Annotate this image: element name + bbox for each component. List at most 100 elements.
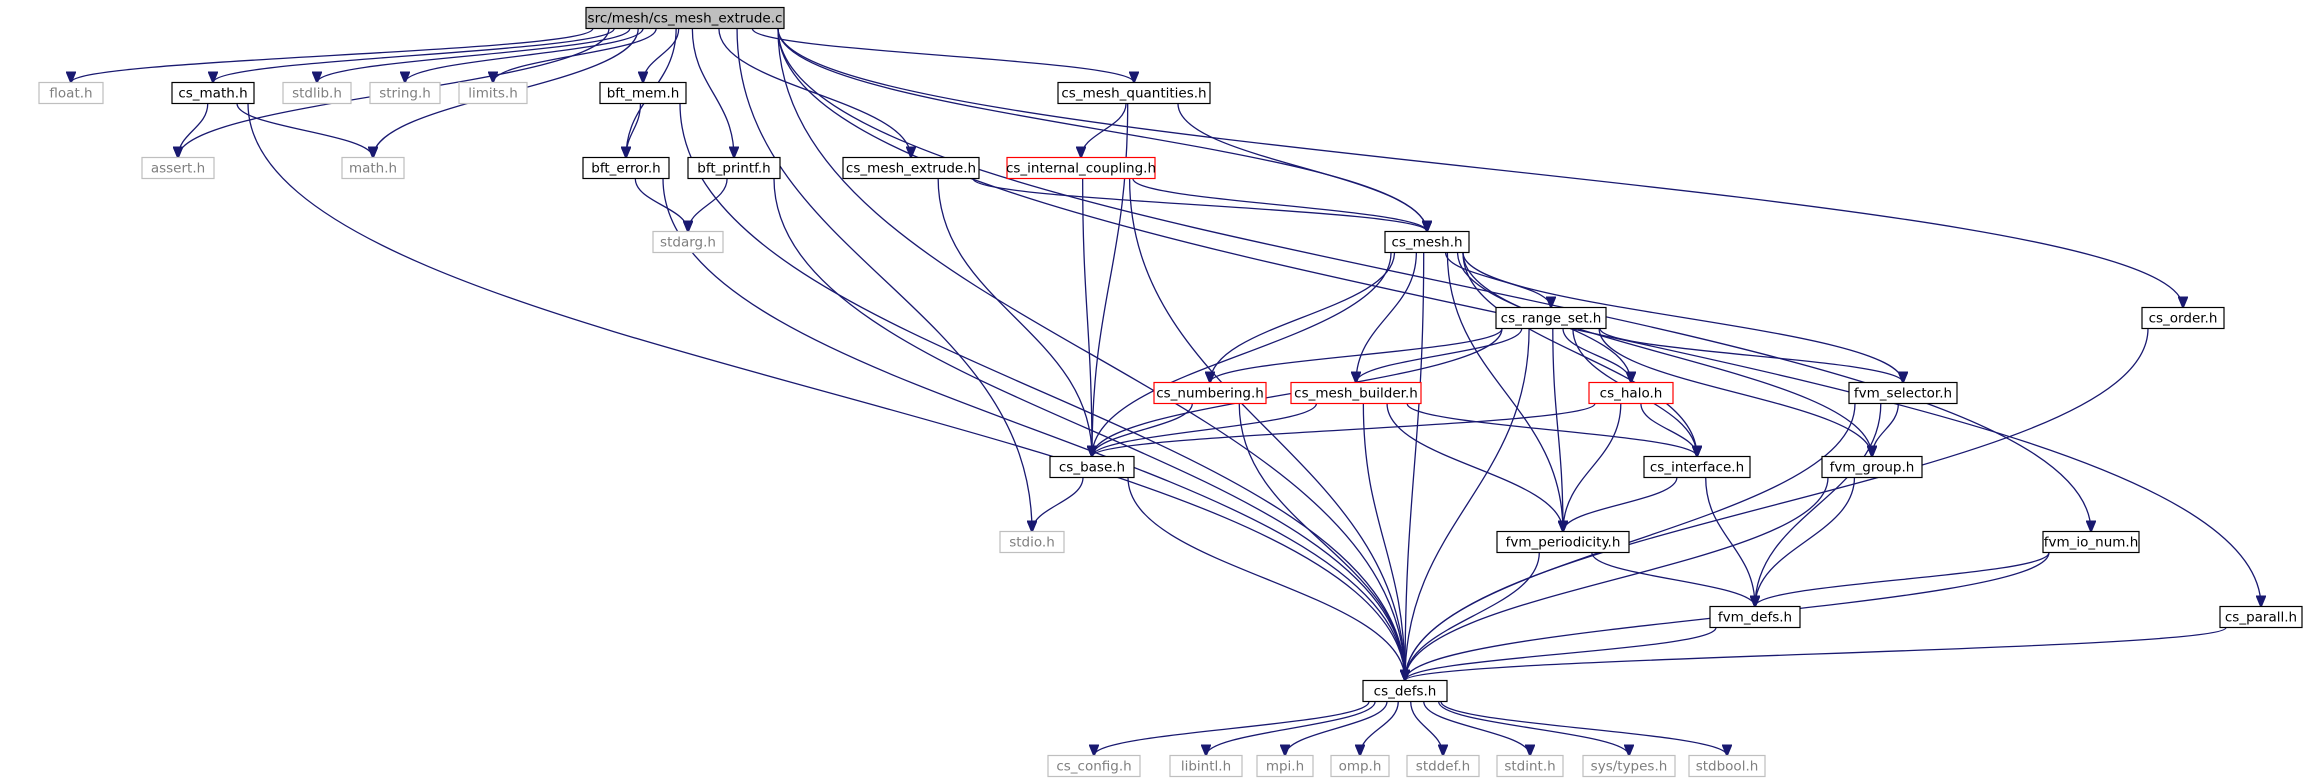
node-bft-mem-h[interactable]: bft_mem.h <box>599 81 687 105</box>
edge-fvm_selector_h-to-fvm_group_h <box>1872 403 1899 457</box>
node-cs-config-h: cs_config.h <box>1047 754 1141 778</box>
node-label: assert.h <box>151 161 205 177</box>
edge-root-to-cs_defs_h <box>777 28 1405 681</box>
node-label: fvm_io_num.h <box>2044 535 2139 551</box>
node-cs-halo-h[interactable]: cs_halo.h <box>1588 381 1674 405</box>
edge-cs_defs_h-to-stddef_h <box>1410 701 1443 756</box>
node-label: libintl.h <box>1181 759 1231 775</box>
node-stdarg-h: stdarg.h <box>652 230 724 254</box>
node-cs-mesh-quantities-h[interactable]: cs_mesh_quantities.h <box>1057 81 1211 105</box>
node-box <box>1848 381 1958 405</box>
node-label: cs_parall.h <box>2225 610 2297 626</box>
edge-bft_printf_h-to-stdarg_h <box>688 178 728 232</box>
edge-cs_mesh_quantities_h-to-cs_base_h <box>1092 103 1129 457</box>
node-limits-h: limits.h <box>458 81 528 105</box>
edge-cs_defs_h-to-cs_config_h <box>1094 701 1370 756</box>
node-cs-mesh-extrude-h[interactable]: cs_mesh_extrude.h <box>842 156 980 180</box>
node-bft-printf-h[interactable]: bft_printf.h <box>687 156 781 180</box>
node-box <box>1406 754 1480 778</box>
edge-cs_mesh_h-to-cs_mesh_builder_h <box>1356 252 1417 383</box>
node-label: stdint.h <box>1504 759 1555 775</box>
node-label: bft_printf.h <box>697 161 770 177</box>
edge-cs_mesh_h-to-fvm_group_h <box>1462 252 1872 457</box>
node-label: cs_config.h <box>1056 759 1131 775</box>
node-cs-range-set-h[interactable]: cs_range_set.h <box>1495 306 1607 330</box>
node-box <box>2219 605 2303 629</box>
edge-root-to-bft_printf_h <box>691 28 734 158</box>
node-cs-numbering-h[interactable]: cs_numbering.h <box>1153 381 1267 405</box>
node-omp-h: omp.h <box>1330 754 1390 778</box>
node-cs-interface-h[interactable]: cs_interface.h <box>1643 455 1751 479</box>
edge-bft_error_h-to-stdarg_h <box>634 178 688 232</box>
node-box <box>2141 306 2225 330</box>
node-float-h: float.h <box>38 81 104 105</box>
node-box <box>1362 679 1448 703</box>
node-box <box>38 81 104 105</box>
node-box <box>1047 754 1141 778</box>
edge-cs_range_set_h-to-cs_mesh_builder_h <box>1356 328 1523 383</box>
node-box <box>1643 455 1751 479</box>
edge-cs_math_h-to-cs_defs_h <box>247 103 1405 681</box>
node-cs-mesh-builder-h[interactable]: cs_mesh_builder.h <box>1290 381 1422 405</box>
node-cs-math-h[interactable]: cs_math.h <box>171 81 255 105</box>
node-box <box>1006 156 1156 180</box>
node-string-h: string.h <box>369 81 441 105</box>
node-box <box>1256 754 1314 778</box>
edge-cs_defs_h-to-sys_types_h <box>1437 701 1629 756</box>
node-label: cs_numbering.h <box>1156 386 1264 402</box>
node-label: bft_mem.h <box>607 86 680 102</box>
node-fvm-periodicity-h[interactable]: fvm_periodicity.h <box>1496 530 1630 554</box>
node-box <box>141 156 215 180</box>
node-cs-order-h[interactable]: cs_order.h <box>2141 306 2225 330</box>
node-fvm-group-h[interactable]: fvm_group.h <box>1821 455 1923 479</box>
node-box <box>1384 230 1470 254</box>
node-label: cs_mesh.h <box>1391 235 1462 251</box>
node-cs-parall-h[interactable]: cs_parall.h <box>2219 605 2303 629</box>
edge-cs_base_h-to-cs_defs_h <box>1127 477 1405 681</box>
edge-cs_mesh_h-to-fvm_periodicity_h <box>1446 252 1563 532</box>
edge-root-to-cs_mesh_h <box>777 28 1427 232</box>
node-mpi-h: mpi.h <box>1256 754 1314 778</box>
node-cs-internal-coupling-h[interactable]: cs_internal_coupling.h <box>1006 156 1156 180</box>
edge-cs_mesh_h-to-cs_interface_h <box>1462 252 1697 457</box>
node-box <box>687 156 781 180</box>
node-box <box>585 6 785 30</box>
edge-cs_interface_h-to-fvm_defs_h <box>1705 477 1755 607</box>
node-bft-error-h[interactable]: bft_error.h <box>582 156 670 180</box>
node-label: fvm_periodicity.h <box>1506 535 1621 551</box>
edge-fvm_group_h-to-cs_defs_h <box>1405 477 1829 681</box>
edge-cs_mesh_h-to-cs_defs_h <box>1405 252 1425 681</box>
node-fvm-io-num-h[interactable]: fvm_io_num.h <box>2042 530 2140 554</box>
node-cs-mesh-h[interactable]: cs_mesh.h <box>1384 230 1470 254</box>
edge-cs_mesh_h-to-cs_numbering_h <box>1210 252 1396 383</box>
node-label: cs_mesh_extrude.h <box>846 161 976 177</box>
node-label: omp.h <box>1339 759 1382 775</box>
node-box <box>1330 754 1390 778</box>
edge-fvm_io_num_h-to-fvm_defs_h <box>1755 552 2050 607</box>
edge-fvm_selector_h-to-cs_defs_h <box>1405 403 1856 681</box>
node-fvm-selector-h[interactable]: fvm_selector.h <box>1848 381 1958 405</box>
edge-cs_order_h-to-cs_defs_h <box>1405 328 2149 681</box>
node-fvm-defs-h[interactable]: fvm_defs.h <box>1709 605 1801 629</box>
node-stdbool-h: stdbool.h <box>1688 754 1766 778</box>
edge-bft_mem_h-to-cs_defs_h <box>679 103 1405 681</box>
node-label: float.h <box>49 86 92 102</box>
edge-cs_halo_h-to-cs_interface_h <box>1640 403 1697 457</box>
edge-cs_defs_h-to-libintl_h <box>1206 701 1376 756</box>
node-label: stdarg.h <box>660 235 716 251</box>
edge-cs_mesh_builder_h-to-cs_interface_h <box>1406 403 1697 457</box>
node-label: cs_defs.h <box>1374 684 1437 700</box>
node-root: src/mesh/cs_mesh_extrude.c <box>585 6 785 30</box>
edge-cs_mesh_h-to-cs_range_set_h <box>1444 252 1551 308</box>
node-cs-defs-h[interactable]: cs_defs.h <box>1362 679 1448 703</box>
node-label: string.h <box>379 86 431 102</box>
edge-cs_mesh_extrude_h-to-cs_base_h <box>937 178 1092 457</box>
edge-cs_internal_coupling_h-to-cs_mesh_h <box>1132 178 1427 232</box>
node-cs-base-h[interactable]: cs_base.h <box>1049 455 1135 479</box>
edge-cs_internal_coupling_h-to-cs_defs_h <box>1128 178 1405 681</box>
node-box <box>1688 754 1766 778</box>
node-box <box>458 81 528 105</box>
node-label: cs_range_set.h <box>1501 311 1602 327</box>
edge-cs_mesh_h-to-fvm_selector_h <box>1462 252 1903 383</box>
